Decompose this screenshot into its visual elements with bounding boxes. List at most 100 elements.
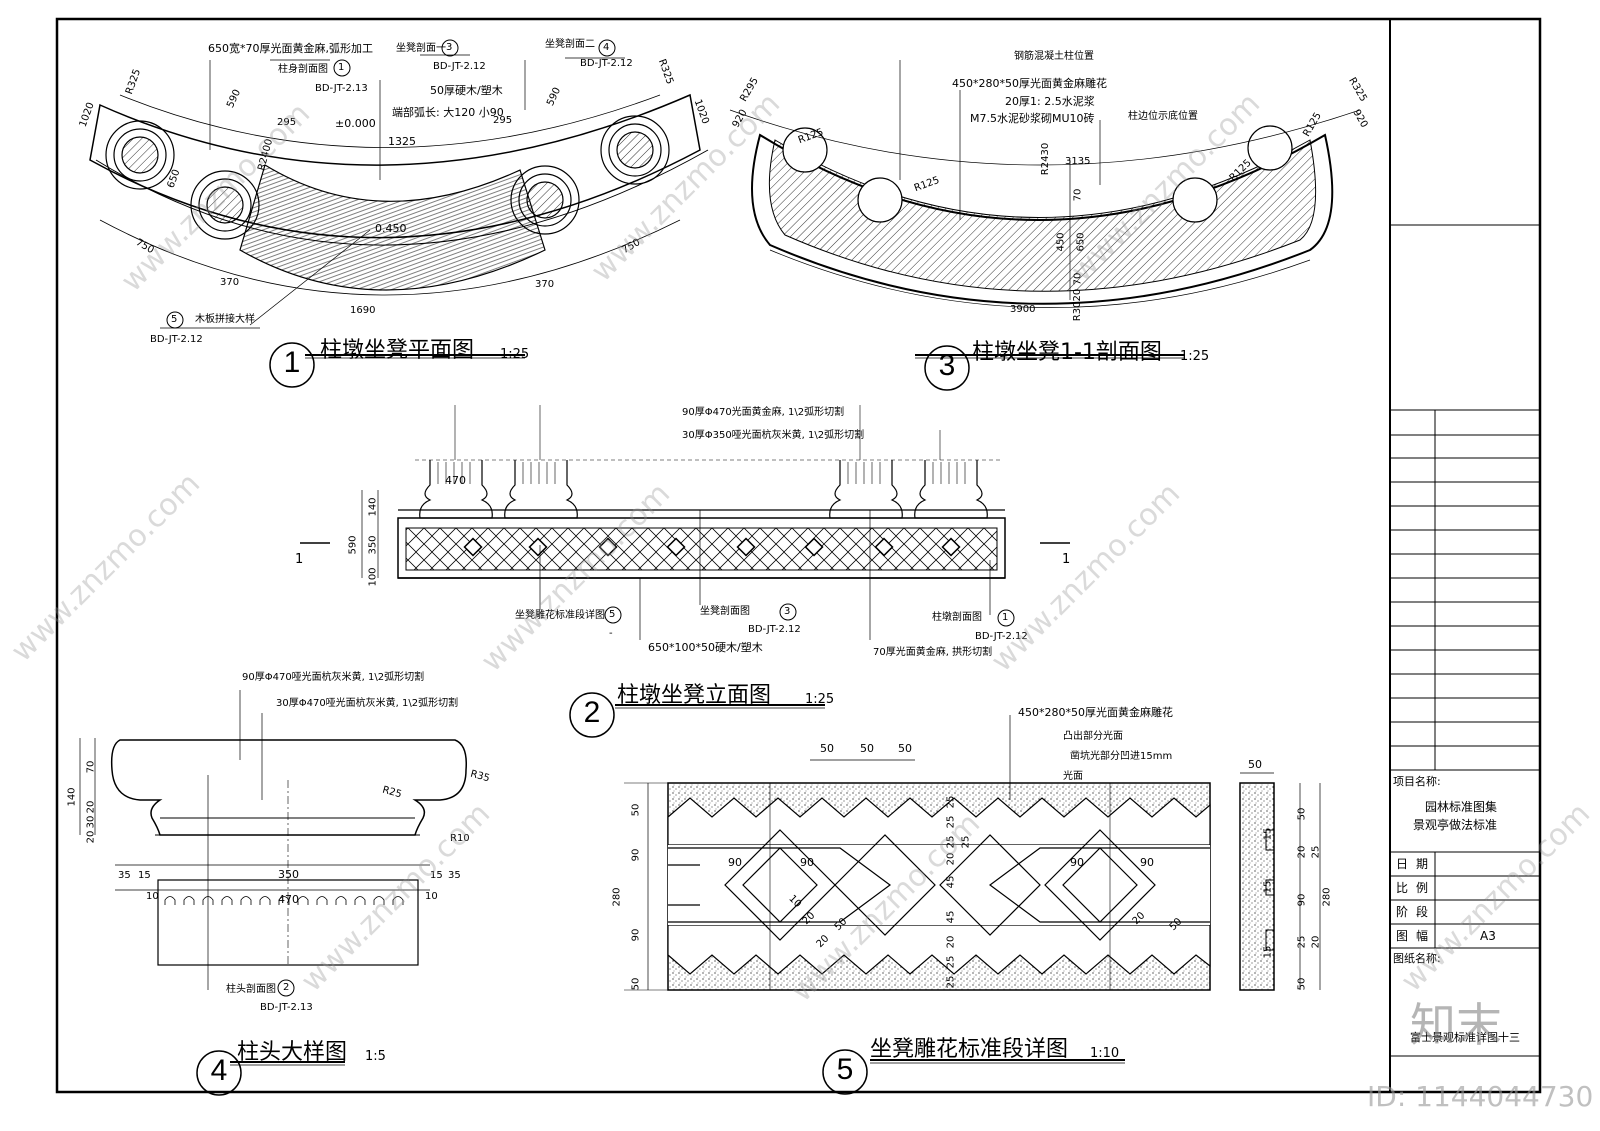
detail-dim: 45: [945, 910, 957, 924]
detail-dim: 15: [1262, 945, 1274, 959]
tb-project-label: 项目名称:: [1393, 775, 1441, 788]
capital-dim: 70: [85, 760, 97, 774]
plan-title: 柱墩坐凳平面图: [320, 338, 475, 363]
elev-cut-left: 1: [295, 552, 304, 567]
tb-project-line2: 景观亭做法标准: [1413, 818, 1498, 832]
plan-ref-5-num: 5: [171, 314, 178, 325]
view-number-2: 2: [583, 696, 601, 729]
elev-cut-right: 1: [1062, 552, 1071, 567]
section-note-concrete: 钢筋混凝土柱位置: [1014, 51, 1094, 62]
view-number-4: 4: [210, 1054, 228, 1087]
detail-dim: 25: [1310, 845, 1322, 859]
capital-dim: 10: [425, 891, 438, 902]
detail-dim: 90: [630, 928, 642, 942]
plan-note-joint: 木板拼接大样: [195, 314, 255, 325]
capital-view: [79, 690, 468, 1066]
elev-dim: 100: [367, 567, 379, 587]
detail-dim: 20: [945, 935, 957, 949]
capital-dim: 140: [66, 787, 78, 807]
carving-detail-view: [624, 715, 1321, 1064]
tb-date-label: 日期: [1396, 857, 1437, 871]
detail-note-raised: 凸出部分光面: [1063, 731, 1123, 742]
capital-note-section: 柱头剖面图: [226, 984, 276, 995]
capital-dim: 470: [278, 893, 299, 906]
plan-ref-1-num: 1: [338, 62, 345, 73]
detail-dim: 25: [945, 955, 957, 969]
elev-note-column: 柱墩剖面图: [932, 612, 982, 623]
view-number-3: 3: [938, 349, 956, 382]
elev-note-cap90: 90厚Φ470光面黄金麻, 1\2弧形切割: [682, 407, 845, 418]
elev-dim: 470: [445, 474, 466, 487]
elev-note-carving: 坐凳雕花标准段详图: [515, 610, 605, 621]
detail-dim: 25: [1296, 935, 1308, 949]
watermark-id: ID: 1144044730: [1367, 1080, 1594, 1113]
capital-dim: 35: [118, 870, 131, 881]
view-number-1: 1: [283, 346, 301, 379]
elev-ref-3-num: 3: [784, 606, 791, 617]
tb-scale-label: 比例: [1396, 881, 1437, 895]
plan-ref-1: BD-JT-2.13: [315, 83, 368, 94]
elevation-title: 柱墩坐凳立面图: [617, 683, 772, 708]
capital-dim: 10: [146, 891, 159, 902]
detail-title: 坐凳雕花标准段详图: [870, 1037, 1069, 1062]
detail-dim: 90: [728, 856, 742, 869]
plan-note-column: 柱身剖面图: [278, 64, 328, 75]
plan-dim: 1325: [388, 135, 416, 148]
section-note-edge: 柱边位示底位置: [1128, 111, 1198, 122]
capital-title: 柱头大样图: [237, 1040, 348, 1065]
section-note-mortar: 20厚1: 2.5水泥浆: [1005, 95, 1095, 108]
capital-dim: 30: [85, 815, 97, 829]
watermark-brand: 知末: [1410, 998, 1502, 1052]
detail-dim: 50: [1248, 758, 1262, 771]
plan-ref-3: BD-JT-2.12: [433, 61, 486, 72]
elev-dim: 350: [367, 535, 379, 555]
tb-stage-label: 阶段: [1396, 905, 1437, 919]
capital-dim: 350: [278, 868, 299, 881]
plan-scale: 1:25: [500, 347, 530, 362]
detail-dim: 50: [630, 803, 642, 817]
plan-dim: 295: [493, 115, 513, 126]
detail-dim: 90: [1296, 893, 1308, 907]
detail-dim: 280: [611, 887, 623, 907]
section-dim: R2430: [1040, 142, 1052, 176]
plan-ref-4-num: 4: [603, 42, 610, 53]
elev-note-bench: 坐凳剖面图: [700, 606, 750, 617]
plan-note-stone: 650宽*70厚光面黄金麻,弧形加工: [208, 42, 373, 55]
capital-dim: 15: [430, 870, 443, 881]
detail-dim: 50: [1296, 807, 1308, 821]
detail-dim: 25: [945, 975, 957, 989]
section-dim: R3020: [1072, 288, 1084, 322]
detail-scale: 1:10: [1090, 1046, 1120, 1061]
tb-project-line1: 园林标准图集: [1425, 800, 1498, 814]
plan-note-bench1: 坐凳剖面一: [396, 43, 446, 54]
elev-ref-5-num: 5: [609, 609, 616, 620]
plan-ref-4: BD-JT-2.12: [580, 58, 633, 69]
elev-note-wood: 650*100*50硬木/塑木: [648, 641, 763, 654]
elev-note-arch: 70厚光面黄金麻, 拱形切割: [873, 647, 993, 658]
capital-dim: R10: [450, 833, 470, 844]
plan-dim: 370: [535, 279, 555, 290]
detail-dim: 50: [630, 977, 642, 991]
detail-dim: 50: [898, 742, 912, 755]
plan-note-bench2: 坐凳剖面二: [545, 39, 595, 50]
detail-dim: 90: [800, 856, 814, 869]
section-note-brick: M7.5水泥砂浆砌MU10砖: [970, 112, 1095, 125]
detail-dim: 25: [945, 795, 957, 809]
section-view: [729, 60, 1361, 359]
detail-dim: 90: [1070, 856, 1084, 869]
detail-dim: 50: [1296, 977, 1308, 991]
detail-note-recess: 凿坑光部分凹进15mm: [1070, 751, 1173, 762]
plan-view: [89, 39, 709, 359]
elev-dim: 140: [367, 497, 379, 517]
view-number-5: 5: [836, 1053, 854, 1086]
elev-note-cap30: 30厚Φ350哑光面杭灰米黄, 1\2弧形切割: [682, 430, 865, 441]
detail-note-smooth: 光面: [1063, 771, 1083, 782]
capital-dim: 15: [138, 870, 151, 881]
capital-ref-2: BD-JT-2.13: [260, 1002, 313, 1013]
detail-note-carving: 450*280*50厚光面黄金麻雕花: [1018, 706, 1173, 719]
detail-dim: 15: [1262, 880, 1274, 894]
elev-ref-3: BD-JT-2.12: [748, 624, 801, 635]
plan-ref-5: BD-JT-2.12: [150, 334, 203, 345]
